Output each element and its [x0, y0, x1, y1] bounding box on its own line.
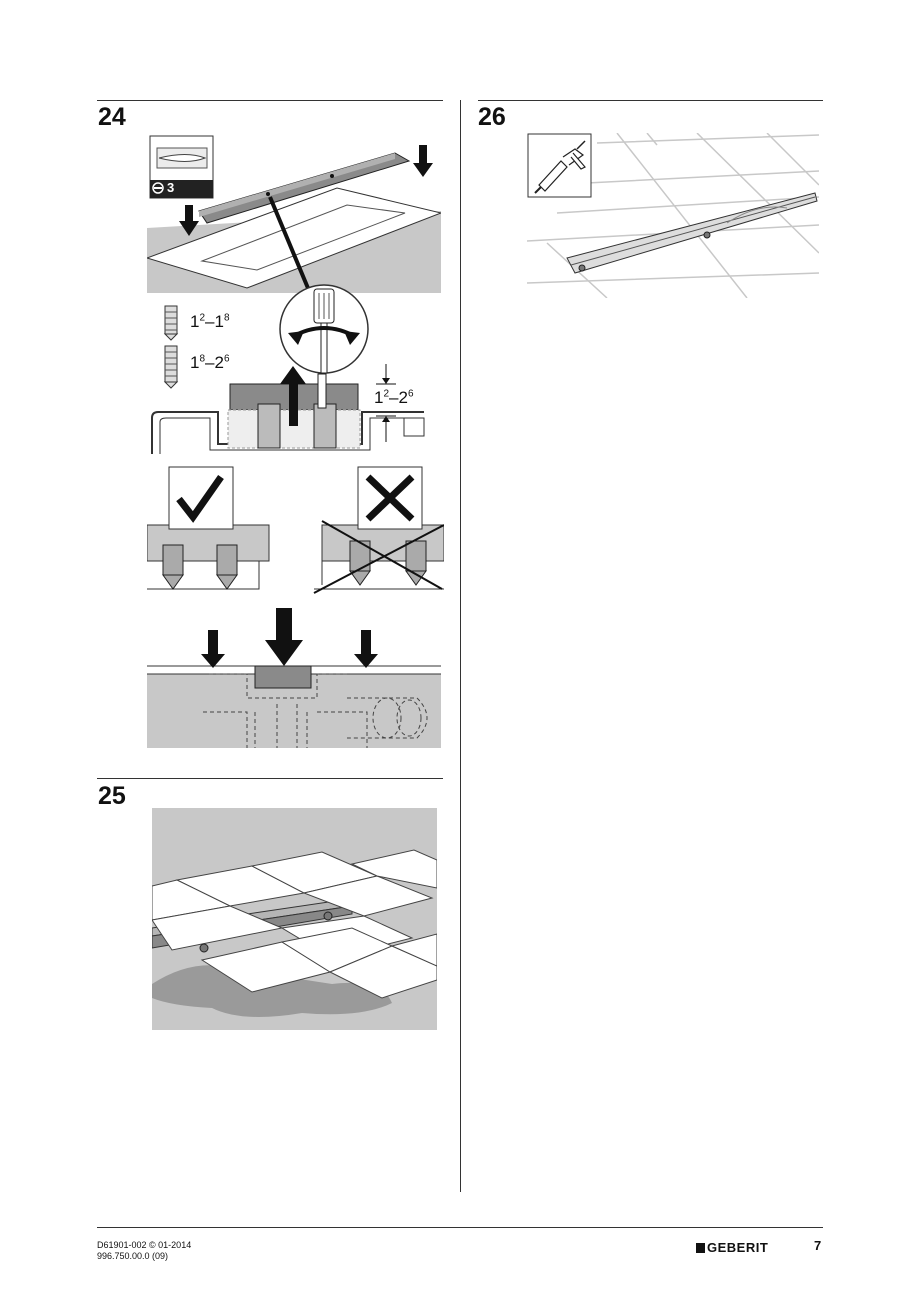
incorrect-installation [313, 466, 444, 594]
doc-number: 996.750.00.0 (09) [97, 1251, 169, 1261]
brand-square-icon [696, 1242, 705, 1253]
press-down-illustration [147, 608, 441, 748]
column-right-top-rule [478, 100, 823, 101]
step25-top-rule [97, 778, 443, 779]
short-screw-range: 12–18 [190, 312, 230, 331]
height-range: 12–26 [374, 388, 414, 407]
short-screw-icon [163, 305, 179, 341]
step25-tiling-illustration [152, 808, 437, 1030]
screwdriver-detail [279, 284, 369, 374]
step-24-number: 24 [98, 103, 126, 131]
long-screw-range: 18–26 [190, 353, 230, 372]
zoom-line [268, 196, 312, 294]
cross-icon [365, 474, 415, 522]
tool-size-label: 3 [152, 180, 174, 195]
doc-code: D61901-002 © 01-2014 [97, 1240, 192, 1250]
tool-size-value: 3 [167, 180, 175, 195]
height-adjust-illustration [151, 364, 425, 454]
slotted-screwdriver-icon [152, 181, 164, 194]
correct-installation [147, 466, 270, 590]
step24-insert-illustration [147, 135, 441, 293]
step-25-number: 25 [98, 782, 126, 810]
footer-rule [97, 1227, 823, 1228]
long-screw-icon [163, 345, 179, 389]
step-26-number: 26 [478, 103, 506, 131]
column-divider [460, 100, 461, 1192]
silicone-gun-icon [534, 140, 586, 194]
page-number: 7 [814, 1238, 822, 1253]
step26-sealing-illustration [527, 133, 819, 298]
column-left-top-rule [97, 100, 443, 101]
brand-logo: GEBERIT [696, 1240, 768, 1255]
brand-name: GEBERIT [707, 1240, 769, 1255]
checkmark-icon [176, 474, 224, 523]
